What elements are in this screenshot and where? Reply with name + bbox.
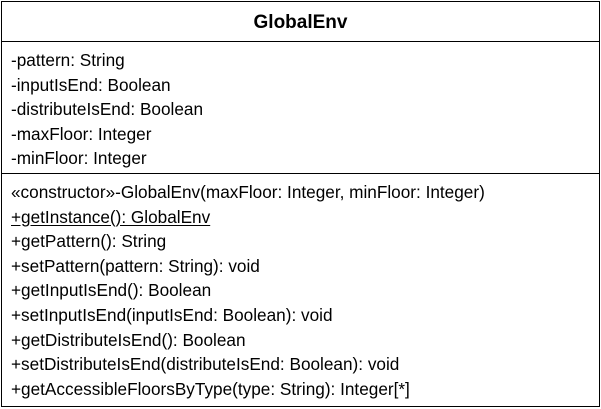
operation-set-distribute-is-end: +setDistributeIsEnd(distributeIsEnd: Boo… <box>11 354 400 375</box>
operation-get-input-is-end: +getInputIsEnd(): Boolean <box>11 280 212 301</box>
operation-get-pattern: +getPattern(): String <box>11 231 167 252</box>
operation-constructor: «constructor»-GlobalEnv(maxFloor: Intege… <box>11 182 485 202</box>
attribute-input-is-end: -inputIsEnd: Boolean <box>11 74 171 95</box>
operations-compartment: «constructor»-GlobalEnv(maxFloor: Intege… <box>2 174 599 401</box>
class-name: GlobalEnv <box>2 2 599 42</box>
operation-get-accessible-floors-by-type: +getAccessibleFloorsByType(type: String)… <box>11 378 410 399</box>
attribute-min-floor: -minFloor: Integer <box>11 148 147 169</box>
attribute-pattern: -pattern: String <box>11 50 125 70</box>
operation-get-distribute-is-end: +getDistributeIsEnd(): Boolean <box>11 329 246 350</box>
attribute-max-floor: -maxFloor: Integer <box>11 123 152 144</box>
operation-get-instance: +getInstance(): GlobalEnv <box>11 206 211 227</box>
operation-set-pattern: +setPattern(pattern: String): void <box>11 255 260 276</box>
attributes-compartment: -pattern: String -inputIsEnd: Boolean -d… <box>2 42 599 174</box>
attribute-distribute-is-end: -distributeIsEnd: Boolean <box>11 99 204 120</box>
operation-set-input-is-end: +setInputIsEnd(inputIsEnd: Boolean): voi… <box>11 304 333 325</box>
